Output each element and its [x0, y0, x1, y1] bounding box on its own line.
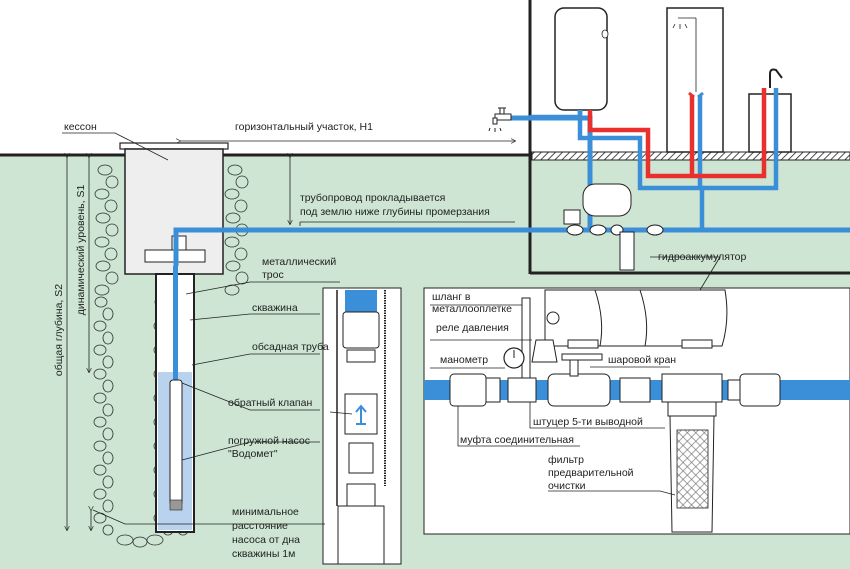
gravel-backfill — [93, 164, 249, 548]
water-heater — [554, 7, 608, 111]
label-pipeline-line1: трубопровод прокладывается — [300, 192, 445, 204]
label-pressure-switch: реле давления — [436, 322, 509, 334]
detail-fittings — [449, 353, 781, 417]
label-pipeline-line2: под землю ниже глубины промерзания — [300, 206, 490, 218]
label-metal-cable-line2: трос — [262, 269, 284, 281]
label-accumulator: гидроаккумулятор — [658, 251, 746, 263]
sink-cabinet — [748, 93, 792, 153]
label-braided-hose-line2: металлооплетке — [432, 303, 512, 315]
pump-intake — [169, 499, 183, 511]
label-braided-hose-line1: шланг в — [432, 291, 471, 303]
label-horizontal-section: горизонтальный участок, H1 — [235, 121, 373, 133]
shower-cold-valve-icon — [697, 91, 704, 99]
accumulator-tank-detail — [544, 289, 728, 349]
shower-head-icon — [672, 17, 697, 92]
label-five-way-fitting: штуцер 5-ти выводной — [533, 416, 643, 428]
pumping-station — [563, 183, 664, 271]
label-metal-cable-line1: металлический — [262, 256, 336, 268]
outdoor-tap-icon — [488, 107, 512, 132]
label-min-distance-line2: расстояние — [232, 520, 288, 532]
pressure-switch — [531, 339, 558, 363]
riser-pipe — [173, 266, 178, 380]
label-filter-line2: предварительной — [548, 467, 634, 479]
prefilter-cartridge — [676, 429, 709, 509]
label-dynamic-level: динамический уровень, S1 — [75, 185, 87, 316]
main-supply-pipe — [173, 227, 850, 266]
shower-cabin — [666, 7, 724, 153]
house-hot-pipes — [587, 88, 767, 179]
label-filter-line3: очистки — [548, 480, 586, 492]
label-pump-line1: погружной насос — [228, 435, 310, 447]
label-total-depth: общая глубина, S2 — [53, 284, 65, 376]
house-cold-pipes — [530, 88, 779, 230]
label-coupling: муфта соединительная — [460, 434, 574, 446]
label-check-valve: обратный клапан — [228, 397, 312, 409]
heater-indicator-icon — [601, 29, 609, 39]
label-min-distance-line4: скважины 1м — [232, 548, 295, 560]
label-caisson: кессон — [64, 121, 97, 133]
braided-hose — [521, 297, 531, 379]
shower-hot-valve-icon — [688, 91, 695, 99]
pump-detail-pipe — [345, 290, 377, 312]
label-manometer: манометр — [440, 354, 488, 366]
faucet-icon — [769, 68, 783, 88]
submersible-pump — [169, 379, 183, 506]
label-min-distance-line3: насоса от дна — [232, 534, 300, 546]
leader-lines — [62, 132, 721, 525]
check-valve-arrow-icon — [355, 404, 367, 425]
label-min-distance-line1: минимальное — [232, 506, 299, 518]
label-ball-valve: шаровой кран — [608, 354, 676, 366]
pump-detail-parts — [337, 311, 385, 565]
label-casing-pipe: обсадная труба — [252, 341, 329, 353]
label-well: скважина — [252, 302, 298, 314]
label-filter-line1: фильтр — [548, 454, 584, 466]
label-pump-line2: "Водомет" — [228, 448, 278, 460]
